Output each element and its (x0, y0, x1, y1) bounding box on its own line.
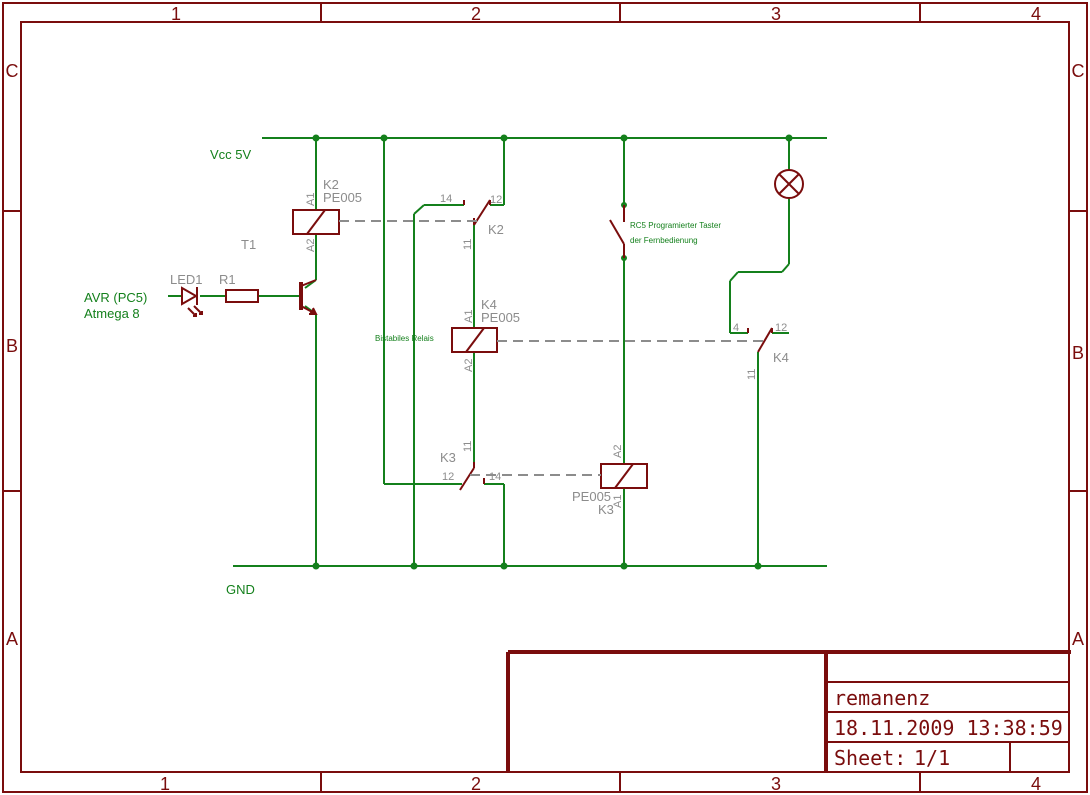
row-label-b-right: B (1072, 343, 1084, 363)
title-block-text: remanenz 18.11.2009 13:38:59 Sheet: 1/1 (834, 686, 1063, 770)
title-block (506, 650, 1071, 772)
junction-dot (754, 562, 762, 570)
frame-labels: 1 2 3 4 1 2 3 4 C B A C B A (6, 4, 1085, 794)
k2-value: PE005 (323, 190, 362, 205)
relay-contact-k3 (459, 462, 485, 491)
k3-pin-12: 12 (442, 471, 454, 483)
junction-dot (410, 562, 418, 570)
junctions (312, 134, 793, 570)
k3-name: K3 (598, 502, 614, 517)
relay-coil-k4 (451, 327, 498, 353)
junction-dot (312, 134, 320, 142)
col-label-1-top: 1 (171, 4, 181, 24)
r1-name: R1 (219, 272, 236, 287)
date-text: 18.11.2009 13:38:59 (834, 716, 1063, 740)
k4-pin-14: 4 (733, 322, 739, 334)
lamp-symbol (774, 169, 804, 199)
junction-dot (500, 134, 508, 142)
k3-value: PE005 (572, 489, 611, 504)
relay-coil-k2 (292, 209, 340, 235)
k2-pin-a1: A1 (305, 193, 317, 206)
bistable-note: Bistabiles Relais (375, 334, 434, 343)
k2-pin-11: 11 (462, 239, 474, 250)
avr-label: AVR (PC5) (84, 290, 147, 305)
sheet-label: Sheet: (834, 746, 906, 770)
component-labels: K2 PE005 A1 A2 K2 14 12 11 T1 LED1 R1 K4… (170, 177, 789, 517)
k3-contact-name: K3 (440, 450, 456, 465)
junction-dot (312, 562, 320, 570)
col-label-3-top: 3 (771, 4, 781, 24)
k4-pin-12: 12 (775, 322, 787, 334)
k4-pin-11: 11 (746, 369, 758, 380)
row-label-a-left: A (6, 629, 18, 649)
junction-dot (620, 134, 628, 142)
k4-value: PE005 (481, 310, 520, 325)
symbols (181, 169, 804, 491)
k3-pin-11: 11 (462, 441, 474, 452)
relay-couplings (339, 220, 765, 476)
junction-dot (785, 134, 793, 142)
led1-name: LED1 (170, 272, 203, 287)
k3-pin-a1: A1 (612, 495, 624, 508)
vcc-label: Vcc 5V (210, 147, 252, 162)
sheet-value: 1/1 (914, 746, 950, 770)
relay-contact-k4 (747, 327, 773, 353)
k2-name: K2 (323, 177, 339, 192)
k4-name: K4 (481, 297, 497, 312)
rc5-note-line1: RC5 Programierter Taster (630, 221, 721, 230)
col-label-1-bottom: 1 (160, 774, 170, 794)
col-label-2-top: 2 (471, 4, 481, 24)
transistor-t1 (299, 279, 318, 315)
resistor-r1 (225, 289, 259, 303)
row-label-a-right: A (1072, 629, 1084, 649)
k2-contact-name: K2 (488, 222, 504, 237)
junction-dot (620, 562, 628, 570)
col-label-4-top: 4 (1031, 4, 1041, 24)
k4-pin-a1: A1 (463, 310, 475, 323)
k2-pin-12: 12 (490, 194, 502, 206)
row-label-b-left: B (6, 336, 18, 356)
rc5-note-line2: der Fernbedienung (630, 236, 698, 245)
row-label-c-left: C (6, 61, 19, 81)
gnd-label: GND (226, 582, 255, 597)
k4-pin-a2: A2 (463, 359, 475, 372)
k3-pin-14: 14 (489, 471, 501, 483)
atmega-label: Atmega 8 (84, 306, 140, 321)
k4-contact-name: K4 (773, 350, 789, 365)
k2-pin-a2: A2 (305, 239, 317, 252)
relay-coil-k3 (600, 463, 648, 489)
net-labels: Vcc 5V GND AVR (PC5) Atmega 8 Bistabiles… (84, 147, 721, 597)
col-label-3-bottom: 3 (771, 774, 781, 794)
junction-dot (500, 562, 508, 570)
col-label-4-bottom: 4 (1031, 774, 1041, 794)
junction-dot (380, 134, 388, 142)
k2-pin-14: 14 (440, 193, 452, 205)
k3-pin-a2: A2 (612, 445, 624, 458)
col-label-2-bottom: 2 (471, 774, 481, 794)
led-led1 (181, 286, 203, 317)
row-label-c-right: C (1072, 61, 1085, 81)
title-text: remanenz (834, 686, 930, 710)
t1-name: T1 (241, 237, 256, 252)
rc5-button (609, 205, 625, 258)
